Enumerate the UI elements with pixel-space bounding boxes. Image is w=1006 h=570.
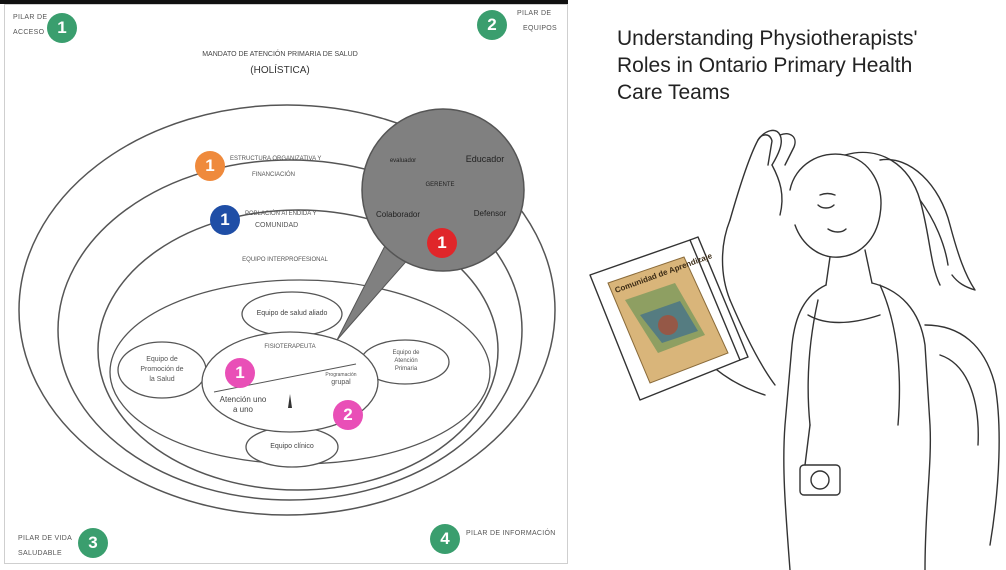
one-to-one-line1: Atención uno — [219, 395, 267, 404]
population-line2: COMUNIDAD — [255, 222, 299, 229]
physio-label: FISIOTERAPEUTA — [264, 344, 316, 350]
structure-line1: ESTRUCTURA ORGANIZATIVA Y — [230, 156, 322, 162]
promotion-team-label: Equipo de Promoción de la Salud — [122, 355, 202, 385]
mandate-title: MANDATO DE ATENCIÓN PRIMARIA DE SALUD — [202, 51, 358, 58]
allied-team-label: Equipo de salud aliado — [256, 310, 328, 317]
population-label: POBLACIÓN ATENDIDA Y COMUNIDAD — [245, 210, 335, 230]
video-title-line3: Care Teams — [617, 81, 730, 104]
pillar-info-badge: 4 — [430, 524, 460, 554]
clinical-team-label: Equipo clínico — [270, 443, 314, 450]
ring-team — [97, 209, 499, 491]
pillar-access-line2: ACCESO — [13, 29, 45, 36]
role-bubble-badge: 1 — [427, 228, 457, 258]
pillar-healthy-badge: 3 — [78, 528, 108, 558]
role-evaluador: evaluador — [389, 158, 417, 164]
pillar-teams-line1: PILAR DE — [517, 10, 552, 17]
group-line1: Programación — [325, 372, 357, 378]
primary-team-label: Equipo de Atención Primaria — [375, 349, 437, 373]
video-title-line1: Understanding Physiotherapists' — [617, 27, 918, 50]
primary-line3: Primaria — [394, 366, 418, 372]
pillar-info-label: PILAR DE INFORMACIÓN — [466, 530, 556, 537]
pillar-teams-label: PILAR DE EQUIPOS — [517, 6, 557, 36]
top-bar — [0, 0, 568, 4]
group-line2: grupal — [331, 379, 351, 386]
promotion-line1: Equipo de — [146, 356, 178, 363]
team-label: EQUIPO INTERPROFESIONAL — [242, 257, 328, 263]
primary-line2: Atención — [394, 358, 418, 364]
booklet-cover: Comunidad de Aprendizaje — [607, 251, 729, 384]
structure-badge: 1 — [195, 151, 225, 181]
promotion-line2: Promoción de — [140, 366, 184, 373]
population-line1: POBLACIÓN ATENDIDA Y — [245, 211, 317, 217]
physio-badge-1: 1 — [225, 358, 255, 388]
structure-line2: FINANCIACIÓN — [252, 172, 296, 178]
pillar-teams-line2: EQUIPOS — [523, 25, 557, 32]
role-colaborador: Colaborador — [375, 210, 421, 219]
primary-line1: Equipo de — [392, 350, 420, 356]
ring-population — [57, 159, 523, 501]
promotion-line3: la Salud — [149, 376, 175, 383]
pillar-healthy-line1: PILAR DE VIDA — [18, 535, 73, 542]
physio-badge-2: 2 — [333, 400, 363, 430]
pillar-healthy-label: PILAR DE VIDA SALUDABLE — [18, 531, 72, 561]
pillar-access-label: PILAR DE ACCESO — [13, 10, 47, 40]
pillar-healthy-line2: SALUDABLE — [18, 550, 62, 557]
ring-structure — [18, 104, 556, 516]
video-title-line2: Roles in Ontario Primary Health — [617, 54, 913, 77]
role-gerente: GERENTE — [425, 182, 455, 188]
group-label: Programación grupal — [310, 371, 372, 387]
one-to-one-line2: a uno — [232, 405, 254, 414]
role-bubble — [361, 108, 525, 272]
pillar-teams-badge: 2 — [477, 10, 507, 40]
structure-label: ESTRUCTURA ORGANIZATIVA Y FINANCIACIÓN — [230, 155, 340, 179]
role-educador: Educador — [465, 154, 505, 164]
pillar-access-line1: PILAR DE — [13, 14, 48, 21]
mandate-subtitle: (HOLÍSTICA) — [250, 65, 310, 76]
woman-illustration: Comunidad de Aprendizaje — [589, 129, 1000, 570]
video-title: Understanding Physiotherapists' Roles in… — [617, 25, 977, 106]
population-badge: 1 — [210, 205, 240, 235]
one-to-one-label: Atención uno a uno — [208, 395, 278, 415]
physio-pointer — [288, 394, 292, 408]
role-defensor: Defensor — [473, 209, 507, 218]
pillar-access-badge: 1 — [47, 13, 77, 43]
